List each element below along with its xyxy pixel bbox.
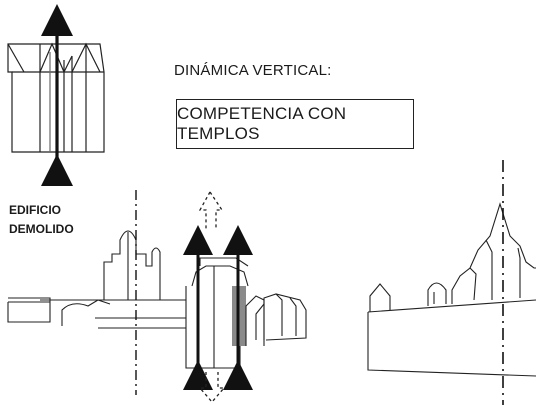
dashed-arrow-down	[198, 372, 226, 403]
boxed-label: COMPETENCIA CON TEMPLOS	[176, 99, 414, 149]
side-label-line1: EDIFICIO	[9, 203, 62, 217]
boxed-label-text: COMPETENCIA CON TEMPLOS	[177, 104, 347, 143]
temple-group-drawing	[185, 257, 307, 369]
side-label-line2: DEMOLIDO	[9, 222, 74, 236]
skyline-right-drawing	[367, 202, 536, 377]
skyline-left-drawing	[7, 230, 186, 329]
dashed-arrow-up	[198, 191, 224, 230]
diagram-heading: DINÁMICA VERTICAL:	[174, 62, 332, 79]
